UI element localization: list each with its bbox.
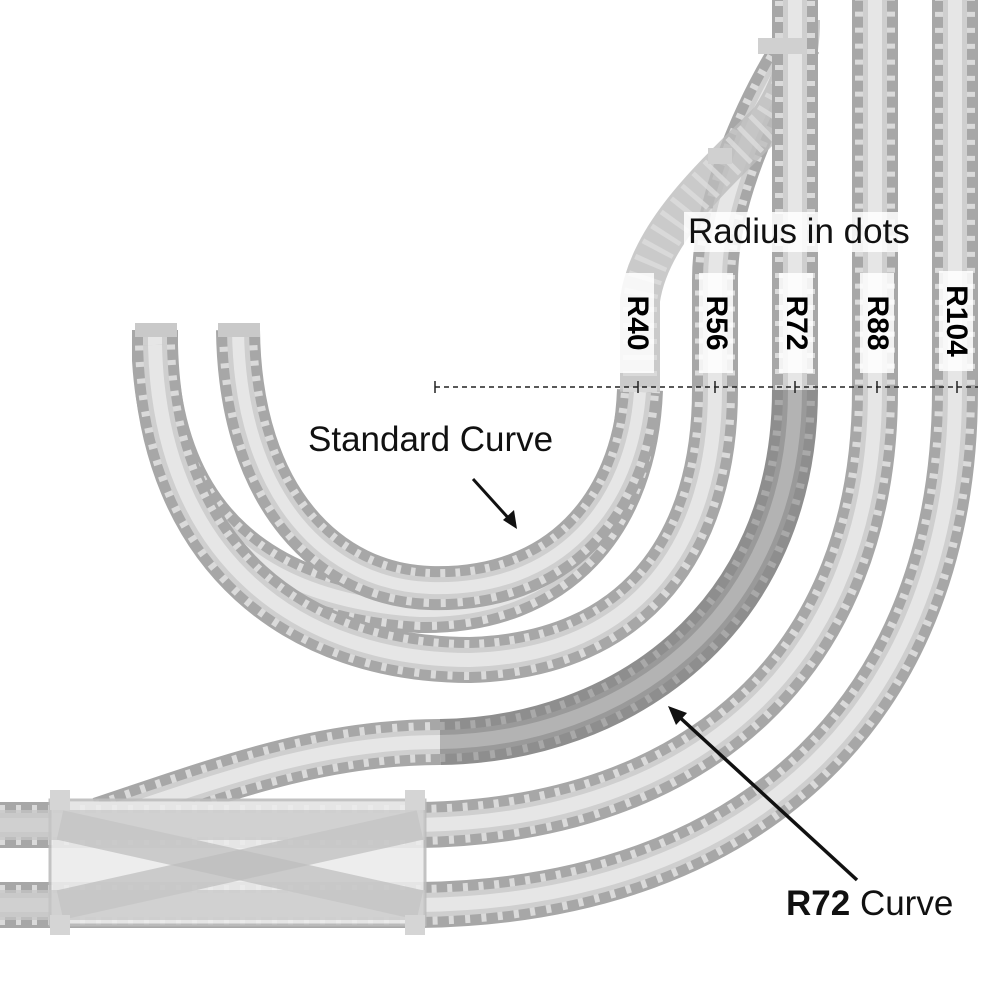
r72-curve-label-bold: R72 bbox=[786, 884, 851, 923]
radius-label-r72: R72 bbox=[779, 273, 813, 373]
tracks-layer bbox=[0, 0, 978, 935]
r72-curve-label-rest: Curve bbox=[850, 884, 954, 923]
top-switch bbox=[708, 38, 806, 164]
radius-label-r88: R88 bbox=[860, 273, 894, 373]
r72-curve-label: R72 Curve bbox=[786, 884, 953, 924]
radius-title: Radius in dots bbox=[684, 212, 914, 252]
standard-curve-arrow bbox=[471, 477, 517, 529]
r88-track bbox=[0, 0, 898, 848]
r104-track bbox=[0, 0, 978, 928]
standard-curve-label: Standard Curve bbox=[308, 420, 554, 459]
radius-label-r56: R56 bbox=[699, 273, 733, 373]
radius-label-r40: R40 bbox=[620, 273, 654, 373]
r72-curve-arrow bbox=[668, 706, 859, 882]
crossover-switch bbox=[0, 790, 427, 935]
radius-label-r104: R104 bbox=[939, 271, 973, 371]
r72-track bbox=[92, 0, 818, 842]
r40-standard-track bbox=[216, 329, 662, 611]
track-end-caps bbox=[135, 323, 260, 337]
radius-reference-line bbox=[434, 381, 978, 393]
